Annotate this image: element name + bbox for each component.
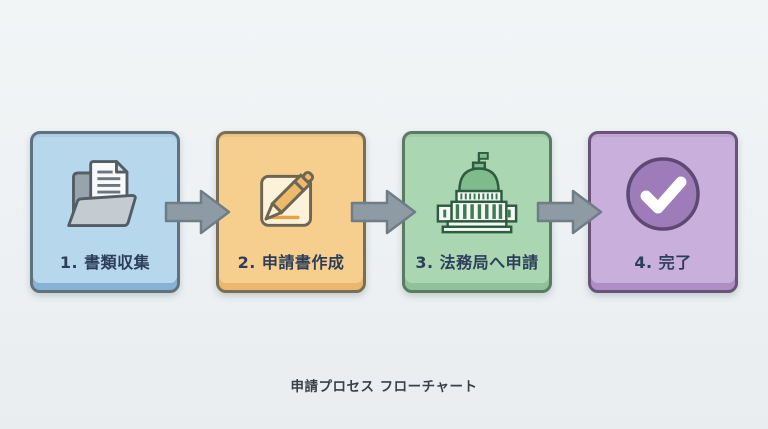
- step-box-document-collection: 1. 書類収集: [30, 131, 180, 293]
- flowchart-caption: 申請プロセス フローチャート: [290, 379, 478, 395]
- step-box-application-writing: 2. 申請書作成: [216, 131, 366, 293]
- step-label: 2. 申請書作成: [237, 253, 345, 272]
- step-label: 4. 完了: [634, 253, 692, 272]
- folder-documents-icon: [62, 152, 148, 240]
- flow-arrow-icon: [350, 189, 417, 235]
- step-box-submit-legal-bureau: 3. 法務局へ申請: [402, 131, 552, 293]
- flow-arrow-icon: [536, 189, 603, 235]
- pen-note-icon: [247, 150, 335, 242]
- government-building-icon: [430, 150, 524, 242]
- step-label: 3. 法務局へ申請: [415, 253, 539, 272]
- flow-arrow-icon: [164, 189, 231, 235]
- flow-row: 1. 書類収集: [0, 131, 768, 293]
- step-box-complete: 4. 完了: [588, 131, 738, 293]
- step-label: 1. 書類収集: [59, 253, 151, 272]
- check-circle-icon: [621, 152, 705, 240]
